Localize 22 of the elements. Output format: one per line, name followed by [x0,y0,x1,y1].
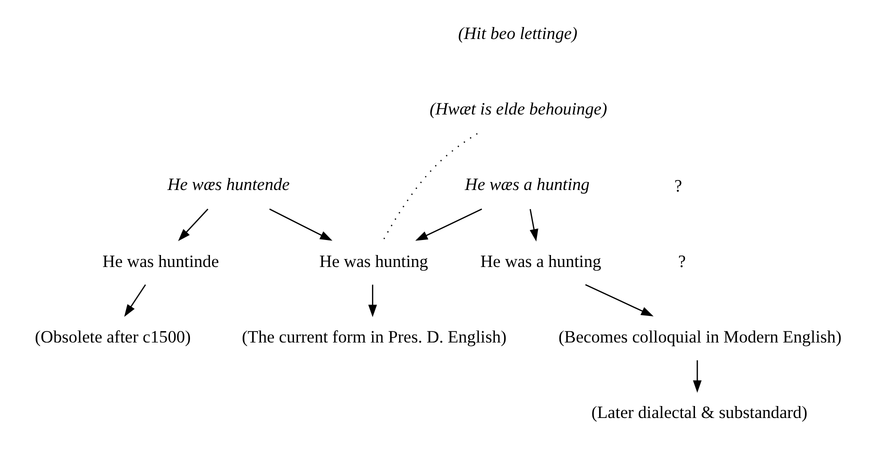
arrow [584,284,654,316]
node-text: He was hunting [318,252,428,271]
node-text: He wæs a hunting [464,175,590,194]
arrow [178,208,208,242]
node-text: (Later dialectal & substandard) [590,403,807,422]
arrow [124,284,146,317]
node-text: He was huntinde [102,252,218,271]
arrow [368,284,376,318]
node-text: (Obsolete after c1500) [34,327,190,346]
label: ? [674,176,682,196]
label: ? [678,252,686,271]
node-text: (Hwæt is elde behouinge) [429,99,607,118]
arrow [529,208,538,242]
connector [382,133,478,240]
node-text: He was a hunting [480,252,601,271]
label: (Hit beo lettinge) [458,24,577,43]
arrow [692,360,702,393]
node-text: (The current form in Pres. D. English) [241,327,506,346]
node-text: (Becomes colloquial in Modern English) [558,327,841,346]
node-text: He wæs huntende [167,175,290,194]
arrow [268,208,332,241]
arrow [414,208,482,241]
